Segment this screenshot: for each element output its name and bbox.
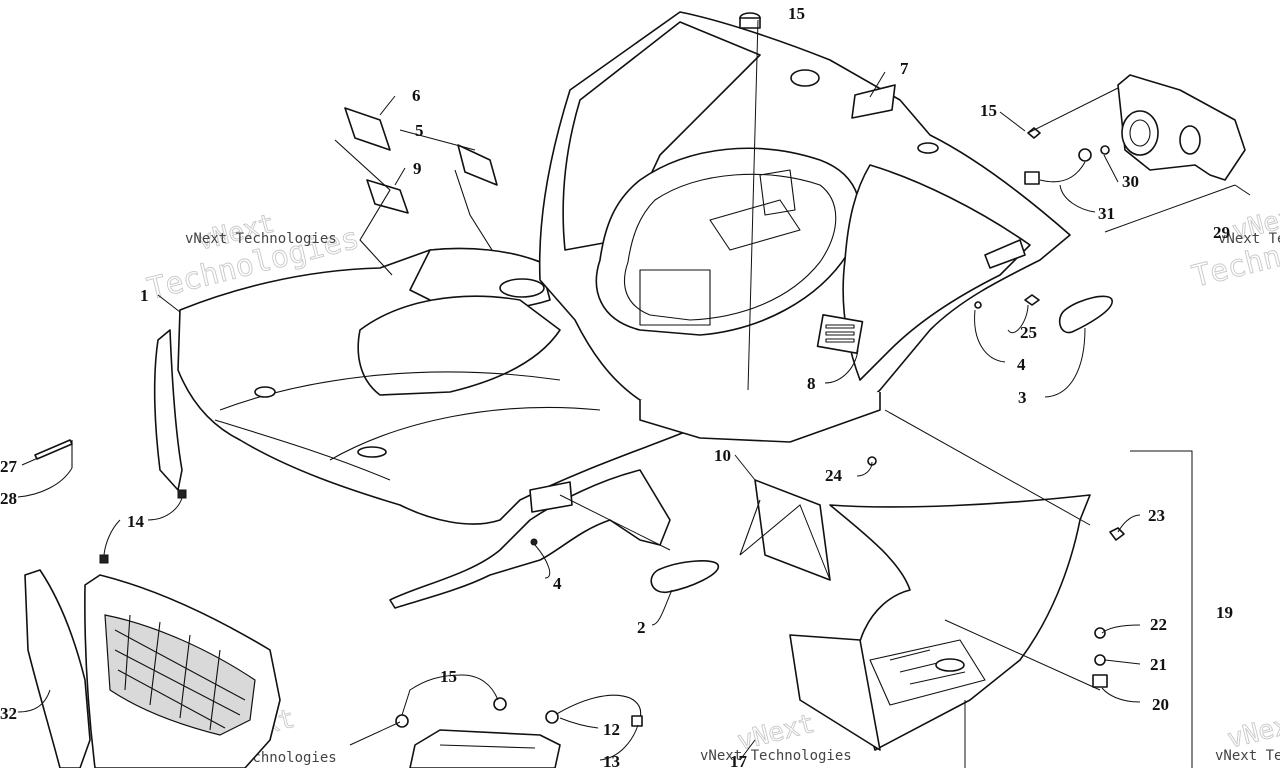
callout-31: 31 (1098, 204, 1115, 223)
callout-12: 12 (603, 720, 620, 739)
callout-4-rear: 4 (1017, 355, 1026, 374)
decals (334, 107, 831, 581)
headlight-assembly (409, 694, 643, 768)
callout-24: 24 (825, 466, 843, 485)
callout-13: 13 (603, 752, 620, 768)
taillight-assembly (1024, 74, 1251, 233)
hardware (34, 12, 1125, 728)
callout-25: 25 (1020, 323, 1037, 342)
callout-30: 30 (1122, 172, 1139, 191)
callout-28: 28 (0, 489, 17, 508)
reflectors (650, 295, 1113, 594)
callouts: 15 7 6 5 9 1 15 30 31 29 25 4 3 8 10 24 … (0, 4, 1233, 768)
watermark-small: vNext Technologies (700, 748, 852, 764)
leader-lines (17, 19, 1193, 768)
callout-8: 8 (807, 374, 816, 393)
callout-1: 1 (140, 286, 149, 305)
callout-7: 7 (900, 59, 909, 78)
callout-3: 3 (1018, 388, 1027, 407)
rear-body-panel (538, 11, 1071, 443)
callout-21: 21 (1150, 655, 1167, 674)
callout-9: 9 (413, 159, 422, 178)
front-grille (24, 569, 281, 768)
callout-20: 20 (1152, 695, 1169, 714)
callout-19: 19 (1216, 603, 1233, 622)
watermark-small: vNext Technologies (185, 231, 337, 247)
callout-14: 14 (127, 512, 145, 531)
callout-29: 29 (1213, 223, 1230, 242)
callout-10: 10 (714, 446, 731, 465)
callout-22: 22 (1150, 615, 1167, 634)
front-body-panel (153, 247, 701, 609)
callout-5: 5 (415, 121, 424, 140)
callout-17: 17 (730, 752, 748, 768)
callout-15-front: 15 (440, 667, 457, 686)
callout-32: 32 (0, 704, 17, 723)
callout-26: 15 (788, 4, 805, 23)
callout-6: 6 (412, 86, 421, 105)
callout-27: 27 (0, 457, 18, 476)
footwell-panel (789, 494, 1091, 751)
callout-4-front: 4 (553, 574, 562, 593)
watermark-small: vNext Technologies (1218, 231, 1280, 247)
callout-23: 23 (1148, 506, 1165, 525)
callout-2: 2 (637, 618, 646, 637)
callout-15-rear: 15 (980, 101, 997, 120)
watermark-small: vNext Technologies (1215, 748, 1280, 764)
